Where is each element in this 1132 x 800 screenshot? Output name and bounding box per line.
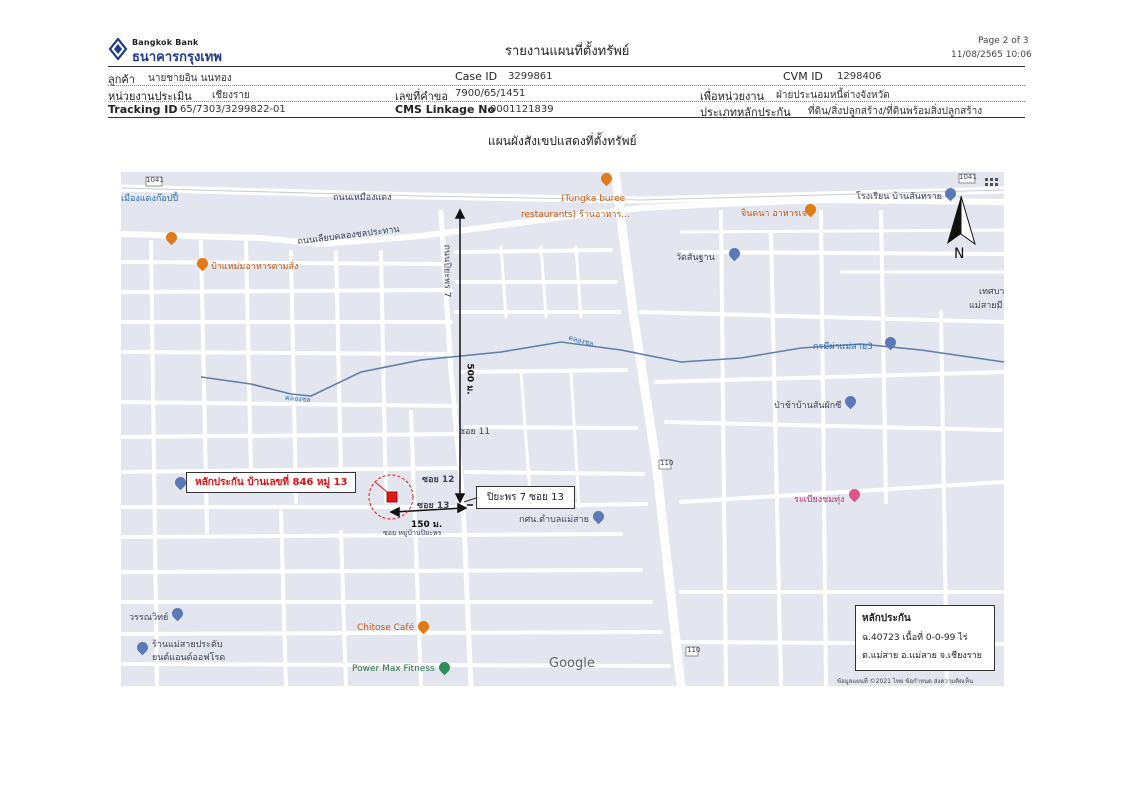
row1-dotline [108,85,1025,86]
place-rongrian: โรงเรียน บ้านสันทราย [856,192,942,202]
request-no-value: 7900/65/1451 [455,88,526,99]
legend-line1: ฉ.40723 เนื้อที่ 0-0-99 ไร่ [862,633,968,643]
print-datetime: 11/08/2565 10:06 [951,50,1032,60]
route-110-south: 110 [687,646,701,654]
report-title: รายงานแผนที่ตั้งทรัพย์ [505,44,630,59]
cvm-id-label: CVM ID [783,70,823,83]
map-footer: ข้อมูลแผนที่ ©2021 ไทย ข้อกำหนด ส่งความค… [837,678,974,685]
place-shop-1: ร้านแม่สายประดับ [152,640,223,650]
cms-value: 0001121839 [490,104,554,115]
apps-grid-icon [985,178,998,186]
map-caption: แผนผังสังเขปแสดงที่ตั้งทรัพย์ [488,134,637,148]
place-pa-cha: ป่าช้าบ้านสันผักซี [774,401,842,411]
distance-500-label: 500 ม. [464,363,475,395]
header-rule-bottom [108,117,1025,118]
map-roads [121,172,1004,686]
for-unit-label: เพื่อหน่วยงาน [700,90,765,103]
road-1041 [121,187,1004,201]
case-id-value: 3299861 [508,71,553,82]
collateral-circle [368,474,414,520]
place-wat-san-sai: วัดสันฐาน [676,253,715,263]
customer-label: ลูกค้า [108,73,135,86]
case-id-label: Case ID [455,70,498,83]
route-1041-west: 1041 [146,176,164,184]
page-indicator: Page 2 of 3 [978,36,1029,46]
row2-dotline [108,101,1025,102]
route-1041-east: 1041 [959,173,977,181]
request-no-label: เลขที่คำขอ [395,90,448,103]
place-kor-sor-nor-tambon: กศน.ตำบลแม่สาย [519,515,589,525]
collateral-callout: หลักประกัน บ้านเลขที่ 846 หมู่ 13 [186,472,357,493]
location-map: 1041 1041 110 110 ถนนเหมืองแดง ถนนเลียบค… [121,172,1004,686]
place-wannawit: วรรณวิทย์ [129,613,169,623]
road-label-soi13: ซอย 13 [417,501,450,511]
bank-name-en: Bangkok Bank [132,38,199,47]
cvm-id-value: 1298406 [837,71,882,82]
road-label-soi11: ซอย 11 [459,427,491,437]
for-unit-value: ฝ่ายประนอมหนี้ต่างจังหวัด [776,90,890,101]
header-rule-top [108,66,1025,67]
customer-value: นายชายอิน นนทอง [148,73,232,84]
legend-title: หลักประกัน [862,613,911,624]
distance-150-line [393,507,464,513]
soi-callout: ปิยะพร 7 ซอย 13 [476,486,575,509]
collateral-type-label: ประเภทหลักประกัน [700,106,791,119]
unit-value: เชียงราย [212,90,250,101]
collateral-legend: หลักประกัน ฉ.40723 เนื้อที่ 0-0-99 ไร่ ต… [855,605,995,671]
road-110 [610,172,686,686]
place-thesaban-2: แม่สายมี [969,301,1003,311]
place-chinda: จินดนา อาหารเจ [741,209,807,219]
google-logo: Google [549,656,595,671]
place-tungka-2: restaurants) ร้านอาหาร... [521,210,630,220]
road-label-muang-daeng: ถนนเหมืองแดง [333,193,392,203]
canal [200,341,1004,397]
cms-label: CMS Linkage No [395,103,496,116]
legend-line2: ต.แม่สาย อ.แม่สาย จ.เชียงราย [862,651,982,661]
place-thesaban-1: เทศบา [979,287,1004,297]
distance-150-label: 150 ม. [411,520,443,530]
road-label-piyaporn7: ถนนปิยะพร 7 [441,244,452,298]
place-power-max: Power Max Fitness [352,664,435,674]
place-rabiang: ระเบียงชมทุ่ง [794,495,845,505]
bank-logo-icon [108,38,128,60]
bank-name-th: ธนาคารกรุงเทพ [132,50,222,65]
place-tungka-1: (Tungka buree [561,194,626,204]
north-arrow-icon [947,195,976,246]
north-label: N [954,246,965,262]
road-label-moo-ban: ซอย หมู่บ้านปิยะพร [383,529,442,537]
canal-label-west: คลองชล [284,393,311,405]
tracking-label: Tracking ID [108,103,178,116]
route-110-north: 110 [660,459,674,467]
collateral-marker [386,491,398,503]
road-label-soi12: ซอย 12 [422,475,455,485]
unit-label: หน่วยงานประเมิน [108,90,192,103]
place-kor-sor-nor: กรมีผ่าแม่สาย3 [813,342,873,352]
place-shop-2: ยนต์แอนด์ออฟโรด [152,653,226,663]
collateral-type-value: ที่ดิน/สิ่งปลูกสร้าง/ที่ดินพร้อมสิ่งปลูก… [808,106,983,117]
road-liab-khlong [121,196,1004,248]
place-chitose: Chitose Café [357,623,415,633]
bank-logo: Bangkok Bank ธนาคารกรุงเทพ [108,38,238,65]
place-pa-mae-mai: ป้าแหม่มอาหารตามสั่ง [211,262,299,272]
tracking-value: 65/7303/3299822-01 [180,104,286,115]
place-muang-daeng: เมืองแดงก๊อปปี้ [121,194,179,204]
